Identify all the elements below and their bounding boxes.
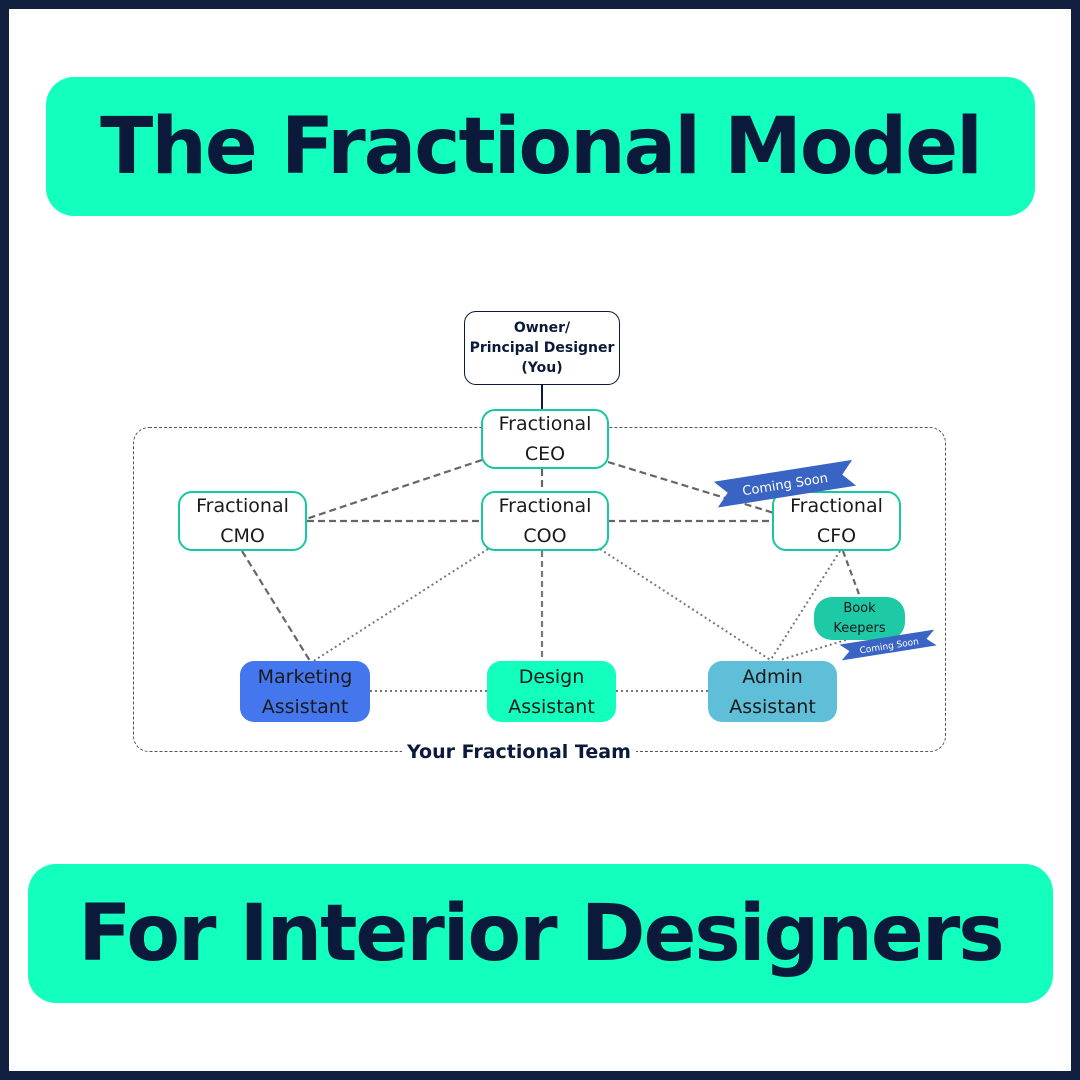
- design-assistant-node: Design Assistant: [487, 661, 616, 722]
- ceo-line1: Fractional: [498, 413, 592, 435]
- admin-line2: Assistant: [729, 695, 816, 718]
- title-text: The Fractional Model: [100, 101, 983, 192]
- marketing-line1: Marketing: [257, 665, 353, 688]
- coo-line2: COO: [523, 525, 567, 547]
- title-banner: The Fractional Model: [46, 77, 1035, 216]
- coming-soon-ribbon-cfo: Coming Soon: [713, 459, 857, 508]
- coming-soon-ribbon-bookkeepers: Coming Soon: [839, 629, 937, 661]
- ceo-node: Fractional CEO: [481, 409, 609, 469]
- owner-line3: (You): [521, 360, 563, 376]
- bookkeepers-line2: Keepers: [833, 620, 886, 636]
- line-ceo-cmo: [305, 458, 483, 521]
- cmo-node: Fractional CMO: [178, 491, 307, 551]
- bookkeepers-line1: Book: [843, 600, 876, 616]
- cmo-line2: CMO: [220, 525, 265, 547]
- marketing-assistant-node: Marketing Assistant: [240, 661, 370, 722]
- design-line1: Design: [518, 665, 585, 688]
- admin-line1: Admin: [742, 665, 803, 688]
- ceo-line2: CEO: [524, 443, 566, 465]
- team-label: Your Fractional Team: [402, 741, 636, 763]
- line-bookkeepers-admin: [779, 639, 847, 661]
- cfo-node: Fractional CFO: [772, 491, 901, 551]
- line-cfo-bookkeepers: [841, 550, 862, 598]
- design-line2: Assistant: [508, 695, 595, 718]
- cfo-line2: CFO: [816, 525, 857, 547]
- owner-line1: Owner/: [513, 320, 571, 336]
- bookkeepers-node: Book Keepers: [814, 597, 905, 640]
- owner-line2: Principal Designer: [469, 340, 615, 356]
- line-coo-admin: [599, 548, 773, 662]
- subtitle-banner: For Interior Designers: [28, 864, 1053, 1003]
- line-ceo-cfo: [607, 460, 775, 515]
- line-cfo-admin: [769, 550, 841, 662]
- admin-assistant-node: Admin Assistant: [708, 661, 837, 722]
- subtitle-text: For Interior Designers: [78, 888, 1004, 979]
- owner-node: Owner/ Principal Designer (You): [464, 311, 620, 385]
- coo-node: Fractional COO: [481, 491, 609, 551]
- cfo-line1: Fractional: [790, 495, 883, 517]
- coo-line1: Fractional: [498, 495, 592, 517]
- cmo-line1: Fractional: [196, 495, 289, 517]
- marketing-line2: Assistant: [261, 695, 349, 718]
